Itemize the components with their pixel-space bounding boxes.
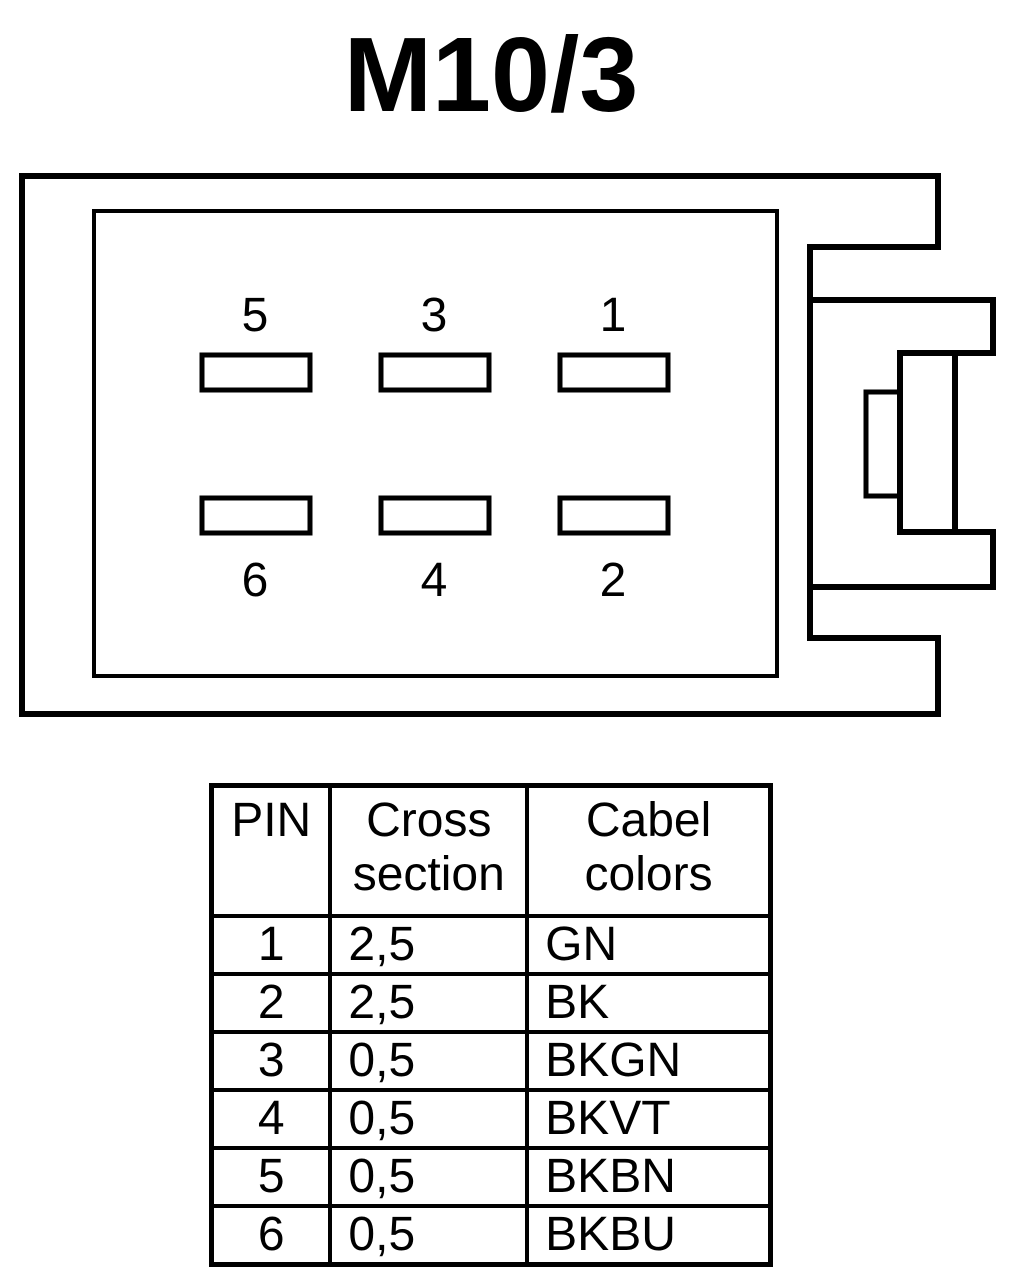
pin-label-1: 1 (599, 289, 627, 342)
header-cable-colors-line1: Cabel (585, 794, 712, 847)
pin-label-3: 3 (420, 289, 448, 342)
connector-title: M10/3 (343, 16, 639, 134)
cell-cross-section: 2,5 (328, 972, 530, 1034)
cell-cable-color: BKBU (525, 1204, 773, 1267)
pin-table: PIN Cross section Cabel colors 1 2,5 GN … (209, 783, 773, 1267)
header-cross-section: Cross section (328, 783, 530, 918)
cell-cross-section: 0,5 (328, 1146, 530, 1208)
header-cross-section-line1: Cross (366, 794, 492, 847)
cell-cable-color: BKBN (525, 1146, 773, 1208)
table-row: 5 0,5 BKBN (209, 1146, 773, 1208)
cell-pin: 3 (209, 1030, 333, 1092)
cell-pin: 1 (209, 914, 333, 976)
cell-cross-section: 0,5 (328, 1030, 530, 1092)
pin-slot-5 (199, 352, 313, 393)
pin-slot-4 (378, 495, 492, 536)
connector-housing (19, 173, 941, 717)
pin-label-5: 5 (241, 289, 269, 342)
latch-tab (863, 389, 903, 499)
cell-cable-color: BK (525, 972, 773, 1034)
connector-diagram (19, 173, 996, 717)
pin-slot-2 (557, 495, 671, 536)
cell-pin: 2 (209, 972, 333, 1034)
pin-label-4: 4 (420, 554, 448, 607)
connector-inner-frame (92, 209, 779, 678)
table-row: 6 0,5 BKBU (209, 1204, 773, 1267)
cell-cross-section: 0,5 (328, 1088, 530, 1150)
header-pin: PIN (209, 783, 333, 918)
pin-slot-3 (378, 352, 492, 393)
table-row: 1 2,5 GN (209, 914, 773, 976)
header-cable-colors: Cabel colors (525, 783, 773, 918)
pin-label-6: 6 (241, 554, 269, 607)
cell-cross-section: 2,5 (328, 914, 530, 976)
cell-cross-section: 0,5 (328, 1204, 530, 1267)
table-header-row: PIN Cross section Cabel colors (209, 783, 773, 918)
table-row: 4 0,5 BKVT (209, 1088, 773, 1150)
header-cable-colors-line2: colors (584, 848, 713, 901)
cell-pin: 5 (209, 1146, 333, 1208)
table-row: 3 0,5 BKGN (209, 1030, 773, 1092)
pin-slot-6 (199, 495, 313, 536)
table-row: 2 2,5 BK (209, 972, 773, 1034)
cell-cable-color: GN (525, 914, 773, 976)
pin-label-2: 2 (599, 554, 627, 607)
pin-slot-1 (557, 352, 671, 393)
header-cross-section-line2: section (352, 848, 505, 901)
cell-cable-color: BKVT (525, 1088, 773, 1150)
cell-cable-color: BKGN (525, 1030, 773, 1092)
cell-pin: 6 (209, 1204, 333, 1267)
cell-pin: 4 (209, 1088, 333, 1150)
